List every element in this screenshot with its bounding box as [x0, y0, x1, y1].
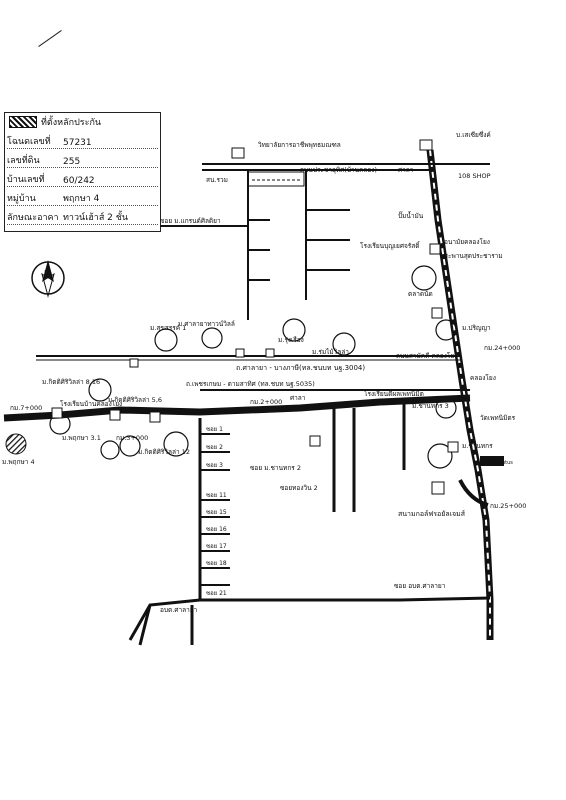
label-m-kittisiri-56: ม.กิตติศิริวิลล่า 5,6: [108, 396, 162, 404]
label-sor-man: สน.รวม: [206, 176, 228, 184]
soi-label: ซอย 17: [206, 543, 227, 550]
label-m-parinya: ม.ปริญญา: [462, 324, 491, 332]
label-m-chankharom-2: ซอย ม.ชานทกร 2: [250, 464, 301, 472]
compass-north-label: N: [44, 269, 50, 278]
label-canal-bridge: สะพานสุดประชาราม: [444, 252, 503, 260]
soi-label: ซอย 21: [206, 590, 227, 597]
village-markers: [49, 265, 457, 469]
label-m-suksan: ม.สุขสรรค์ 1: [150, 324, 186, 332]
label-soi-grand: ซอย ม.แกรนด์ศิลดิยา: [160, 217, 221, 225]
label-m-chankharom: ม.ชานทกร: [462, 442, 493, 450]
label-college: วิทยาลัยการอาชีพพุทธมณฑล: [258, 141, 341, 149]
village-block: [247, 171, 305, 187]
collateral-info-box: ที่ตั้งหลักประกัน โฉนดเลขที่ 57231 เลขที…: [4, 112, 161, 232]
label-kamnan: ถนนประชาอุทิศ(บ้านคลอง): [300, 166, 377, 174]
label-soi-sala-ya: ซอย อบต.ศาลายา: [394, 582, 446, 590]
info-value: 57231: [63, 138, 92, 148]
info-label: ลักษณะอาคาร: [7, 213, 59, 223]
map-labels: วิทยาลัยการอาชีพพุทธมณฑล บ.เสเซียซึ่งค์ …: [2, 130, 526, 614]
info-row-land-no: เลขที่ดิน 255: [7, 152, 158, 168]
info-label: หมู่บ้าน: [7, 194, 36, 204]
soi-label: ซอย 1: [206, 426, 223, 433]
label-bang-kai: ปั๊มน้ำมัน: [398, 211, 424, 220]
label-m-pruksa-4: ม.พฤกษา 4: [2, 458, 35, 466]
info-label: บ้านเลขที่: [7, 175, 45, 185]
label-km-25: กม.25+000: [490, 502, 526, 510]
label-sala-2: ศาลา: [290, 394, 306, 402]
label-km-24: กม.24+000: [484, 344, 520, 352]
label-b-seven: บ.เสเซียซึ่งค์: [456, 130, 491, 139]
label-phetkasem-road: ถ.เพชรเกษม - ตามสาทิศ (ทล.ชบท นฐ.5035): [186, 380, 315, 388]
label-km-3: กม.3+000: [116, 434, 148, 442]
label-temple-khlong: อนามัยคลองโยง: [444, 238, 490, 246]
label-m-sithanee: ม.ศาลายาทาวน์วิลล์: [178, 320, 235, 328]
label-tesco: TESCO Lotus: [480, 460, 513, 466]
label-community-road: ถนนสามัคคี คลองโยง: [396, 352, 457, 360]
label-km-2: กม.2+000: [250, 398, 282, 406]
legend-label: ที่ตั้งหลักประกัน: [41, 118, 102, 128]
info-value: ทาวน์เฮ้าส์ 2 ชั้น: [63, 213, 129, 223]
info-label: เลขที่ดิน: [7, 156, 40, 166]
soi-label: ซอย 16: [206, 526, 227, 533]
label-sala-ya-road: ถ.ศาลายา - บางภาษี(ทล.ชนบท นฐ.3004): [236, 364, 365, 372]
label-m-kittisiri-12: ม.กิตติศิริวิลล่า 12: [138, 448, 190, 456]
label-shop-108: 108 SHOP: [458, 172, 491, 180]
info-label: โฉนดเลขที่: [7, 137, 51, 147]
info-value: พฤกษา 4: [63, 194, 100, 204]
label-khlong-yong: คลองโยง: [470, 374, 496, 382]
info-row-title-deed: โฉนดเลขที่ 57231: [7, 133, 158, 149]
label-m-kittisiri-816: ม.กิตติศิริวิลล่า 8,16: [42, 378, 100, 386]
bottom-road: [128, 596, 491, 641]
label-m-pruksa-31: ม.พฤกษา 3.1: [62, 434, 101, 442]
collateral-location-marker: [5, 433, 27, 455]
info-value: 255: [63, 157, 81, 167]
soi-label: ซอย 3: [206, 462, 223, 469]
label-market: ตลาดนัด: [408, 290, 433, 298]
label-soi-thongwin-2: ซอยทองวิน 2: [280, 484, 318, 492]
label-sala: ศาลา: [398, 166, 414, 174]
label-temple-phet: วัดเพทนิมิตร: [480, 414, 516, 422]
soi-label: ซอย 2: [206, 444, 223, 451]
info-value: 60/242: [63, 176, 95, 186]
soi-label: ซอย 11: [206, 492, 227, 499]
label-km-7: กม.7+000: [10, 404, 42, 412]
soi-label: ซอย 15: [206, 509, 227, 516]
label-school-ban-kong: โรงเรียนบุญเยศจรัสติ์: [360, 241, 421, 250]
label-m-raimai: ม.ร่มไม้วิลล่า: [312, 348, 349, 356]
label-m-chankharom-3: ม.ชานทกร 3: [412, 402, 449, 410]
soi-labels: ซอย 1 ซอย 2 ซอย 3 ซอย 11 ซอย 15 ซอย 16 ซ…: [206, 426, 227, 597]
compass-icon: N: [31, 260, 65, 298]
label-obt-sala-ya: อบต.ศาลายา: [160, 606, 198, 614]
collateral-location-swatch: [9, 116, 37, 128]
info-row-house-no: บ้านเลขที่ 60/242: [7, 171, 158, 187]
main-highway-road: [426, 149, 494, 640]
label-school-phet: โรงเรียนดีผลเพทนิมิต: [364, 390, 424, 398]
label-m-rueangruang: ม.รุ่งเรือง: [278, 336, 304, 344]
building-symbols: [51, 139, 459, 495]
label-school-kong-yong: โรงเรียนบ้านคลองโยง: [60, 400, 122, 408]
label-golf: สนามกอล์ฟรอยัลเจมส์: [398, 510, 466, 518]
info-row-building-type: ลักษณะอาคาร ทาวน์เฮ้าส์ 2 ชั้น: [7, 209, 158, 225]
label-km-1: กม 1+000: [366, 398, 398, 406]
info-row-village: หมู่บ้าน พฤกษา 4: [7, 190, 158, 206]
soi-label: ซอย 18: [206, 560, 227, 567]
tesco-sign: [480, 456, 504, 466]
